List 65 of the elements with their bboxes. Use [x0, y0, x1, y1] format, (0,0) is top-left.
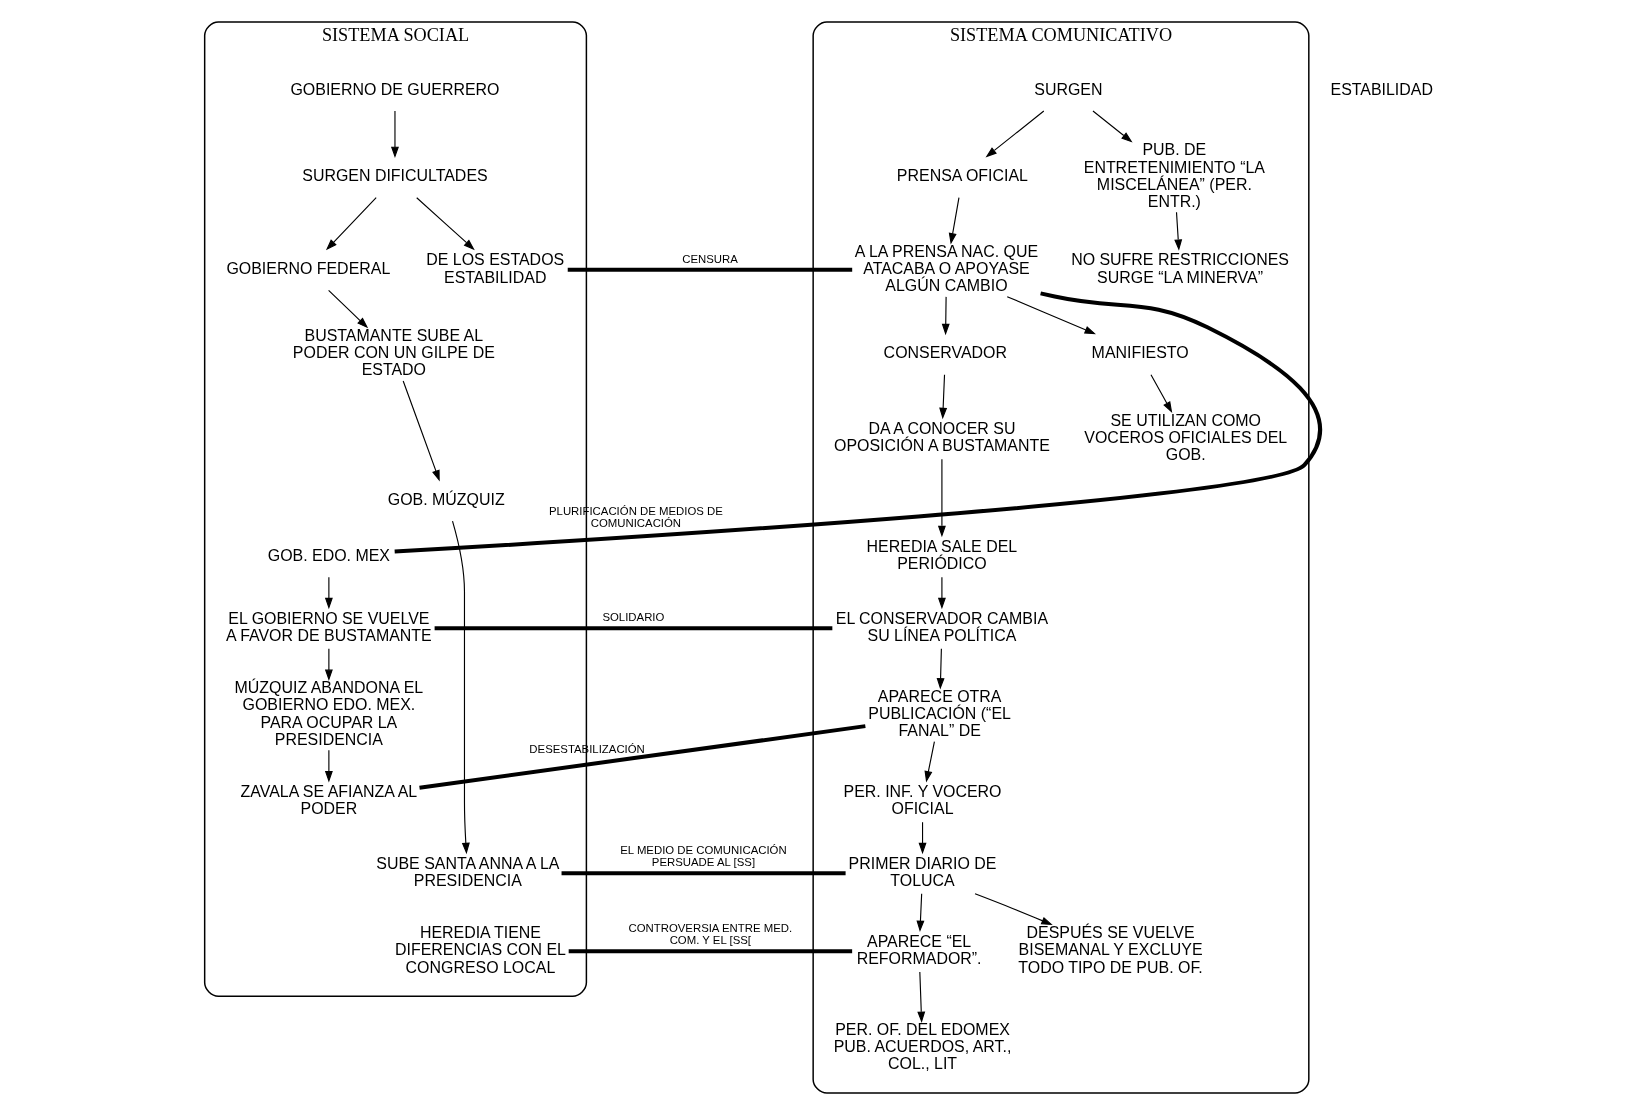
connector — [434, 626, 833, 631]
arrow — [416, 197, 475, 251]
node-text: CONSERVADOR — [883, 344, 1008, 362]
connector — [419, 724, 866, 790]
node-text: NO SUFRE RESTRICCIONES SURGE “LA MINERVA” — [1071, 251, 1289, 286]
node-text: GOB. MÚZQUIZ — [387, 490, 505, 508]
node-text: APARECE “EL REFORMADOR”. — [856, 932, 982, 967]
node-text: PUB. DE ENTRETENIMIENTO “LA MISCELÁNEA” (PER. ENTR.) — [1083, 141, 1265, 210]
arrow — [451, 520, 470, 855]
node-text: MANIFIESTO — [1091, 344, 1189, 362]
arrow — [924, 741, 935, 783]
arrow — [985, 110, 1045, 158]
arrow — [918, 821, 927, 855]
node-text: A LA PRENSA NAC. QUE ATACABA O APOYASE ALGÚN CAMBIO — [854, 242, 1039, 295]
arrow — [939, 374, 948, 420]
label: ESTABILIDAD — [1330, 80, 1433, 98]
node-text: GOB. EDO. MEX — [267, 546, 390, 564]
node-text: PER. OF. DEL EDOMEX PUB. ACUERDOS, ART., COL., LIT — [833, 1021, 1012, 1073]
arrow — [1174, 211, 1183, 251]
arrow — [324, 749, 333, 783]
edge-label: SOLIDARIO — [602, 611, 665, 624]
edge-label: CONTROVERSIA ENTRE MED. COM. Y EL [SS[ — [628, 921, 793, 947]
node-text: EL CONSERVADOR CAMBIA SU LÍNEA POLÍTICA — [835, 609, 1049, 644]
arrow — [936, 648, 945, 690]
node-text: SE UTILIZAN COMO VOCEROS OFICIALES DEL GOB. — [1084, 411, 1288, 463]
node-text: EL GOBIERNO SE VUELVE A FAVOR DE BUSTAMANTE — [226, 609, 432, 644]
arrow — [390, 110, 399, 159]
edge-label: CENSURA — [682, 252, 738, 265]
node-text: ZAVALA SE AFIANZA AL PODER — [240, 783, 418, 818]
node-text: PRENSA OFICIAL — [896, 167, 1028, 185]
arrow — [324, 648, 333, 681]
node-text: DESPUÉS SE VUELVE BISEMANAL Y EXCLUYE TODO TIPO DE PUB. OF. — [1018, 924, 1203, 976]
node-text: SUBE SANTA ANNA A LA PRESIDENCIA — [376, 854, 560, 889]
node-text: APARECE OTRA PUBLICACIÓN (“EL FANAL” DE — [868, 687, 1011, 740]
node-text: HEREDIA SALE DEL PERIÓDICO — [866, 538, 1018, 573]
node-text: GOBIERNO FEDERAL — [226, 260, 391, 277]
arrow — [916, 893, 925, 933]
node-text: HEREDIA TIENE DIFERENCIAS CON EL CONGRESO LOCAL — [394, 924, 566, 976]
arrow — [1092, 110, 1133, 143]
node-text: BUSTAMANTE SUBE AL PODER CON UN GILPE DE ESTADO — [292, 327, 495, 379]
arrow — [937, 576, 946, 610]
arrow — [948, 197, 960, 245]
connector — [567, 267, 853, 272]
connector — [394, 291, 1322, 554]
arrow — [1150, 374, 1173, 413]
node-text: PRIMER DIARIO DE TOLUCA — [848, 854, 997, 889]
node-text: GOBIERNO DE GUERRERO — [290, 80, 500, 98]
node-text: PER. INF. Y VOCERO OFICIAL — [843, 783, 1002, 818]
arrow — [917, 971, 926, 1023]
arrow — [974, 893, 1053, 926]
arrow — [325, 197, 377, 251]
edge-label: EL MEDIO DE COMUNICACIÓN PERSUADE AL [SS] — [620, 843, 787, 869]
arrow — [941, 296, 950, 336]
arrow — [324, 576, 333, 610]
arrow — [402, 380, 440, 482]
connector — [568, 949, 853, 954]
connector — [561, 871, 846, 876]
node-text: SURGEN — [1034, 80, 1103, 98]
node-text: SURGEN DIFICULTADES — [302, 167, 488, 185]
arrow — [937, 458, 946, 538]
arrow — [328, 289, 369, 329]
node-text: MÚZQUIZ ABANDONA EL GOBIERNO EDO. MEX. PARA OCUPAR LA PRESIDENCIA — [234, 679, 424, 748]
arrow — [1006, 296, 1096, 335]
node-text: DA A CONOCER SU OPOSICIÓN A BUSTAMANTE — [834, 420, 1050, 455]
node-text: DE LOS ESTADOS ESTABILIDAD — [426, 251, 565, 286]
